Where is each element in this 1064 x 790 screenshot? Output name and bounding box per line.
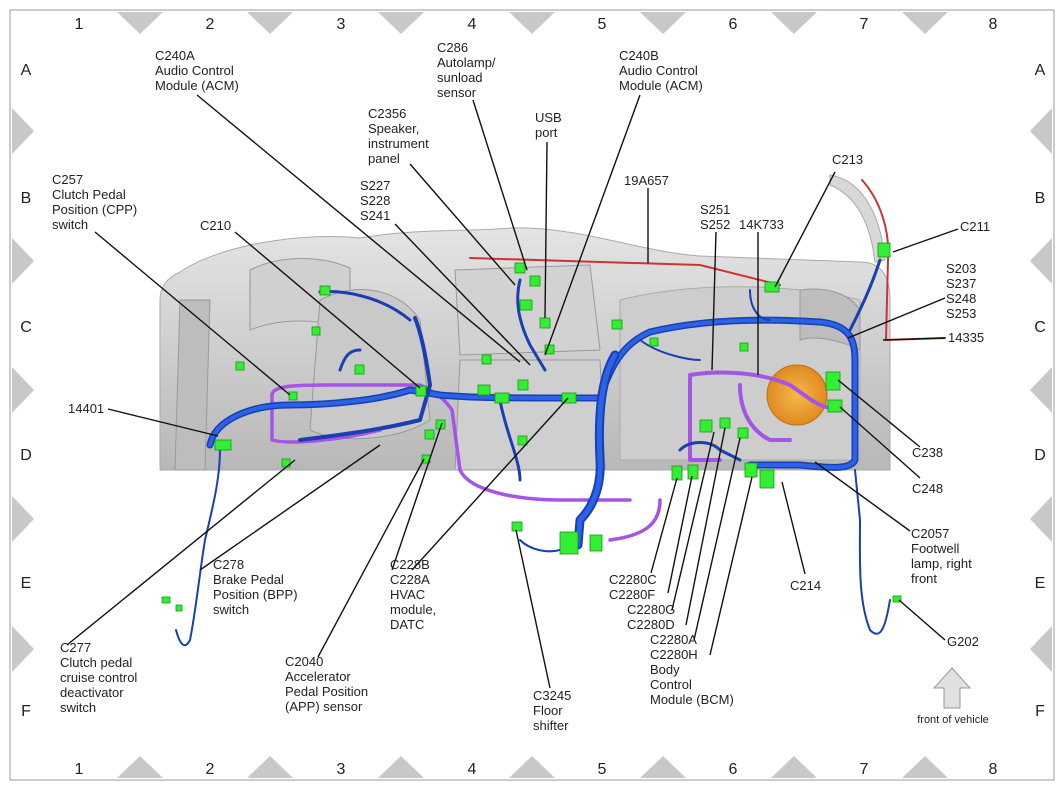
row-label-a: A bbox=[1035, 62, 1046, 79]
col-label-6: 6 bbox=[729, 16, 738, 33]
purple-harness bbox=[270, 370, 832, 542]
col-label-4: 4 bbox=[468, 761, 477, 778]
row-label-e: E bbox=[1035, 575, 1046, 592]
label-c278: C278 Brake Pedal Position (BPP) switch bbox=[213, 557, 301, 617]
col-label-8: 8 bbox=[989, 761, 998, 778]
row-label-a: A bbox=[21, 62, 32, 79]
grid-row-labels-right: A B C D E F bbox=[1034, 62, 1046, 720]
connectors bbox=[161, 242, 902, 612]
col-label-2: 2 bbox=[206, 761, 215, 778]
label-c2356: C2356 Speaker, instrument panel bbox=[368, 106, 432, 166]
row-label-d: D bbox=[1034, 447, 1046, 464]
label-c286: C286 Autolamp/ sunload sensor bbox=[437, 40, 499, 100]
label-c2280c-c2280f: C2280C C2280F bbox=[609, 572, 660, 602]
row-label-f: F bbox=[21, 703, 31, 720]
grid-column-labels-top: 1 2 3 4 5 6 7 8 bbox=[75, 16, 998, 33]
label-c2280g-c2280d: C2280G C2280D bbox=[627, 602, 679, 632]
col-label-6: 6 bbox=[729, 761, 738, 778]
row-label-c: C bbox=[20, 319, 32, 336]
label-s251-s252: S251 S252 bbox=[700, 202, 734, 232]
row-label-b: B bbox=[21, 190, 32, 207]
label-c210: C210 bbox=[200, 218, 231, 233]
row-label-f: F bbox=[1035, 703, 1045, 720]
label-c240b: C240B Audio Control Module (ACM) bbox=[619, 48, 703, 93]
col-label-7: 7 bbox=[860, 761, 869, 778]
row-label-e: E bbox=[21, 575, 32, 592]
label-c3245: C3245 Floor shifter bbox=[533, 688, 575, 733]
front-of-vehicle-label: front of vehicle bbox=[917, 714, 989, 726]
callout-leader-lines bbox=[66, 94, 959, 689]
label-19a657: 19A657 bbox=[624, 173, 669, 188]
row-label-c: C bbox=[1034, 319, 1046, 336]
label-c257: C257 Clutch Pedal Position (CPP) switch bbox=[52, 172, 141, 232]
col-label-3: 3 bbox=[337, 761, 346, 778]
label-c2040: C2040 Accelerator Pedal Position (APP) s… bbox=[285, 654, 372, 714]
red-harness bbox=[469, 179, 946, 341]
col-label-3: 3 bbox=[337, 16, 346, 33]
label-14k733: 14K733 bbox=[739, 217, 784, 232]
label-c248: C248 bbox=[912, 481, 943, 496]
front-of-vehicle-indicator: front of vehicle bbox=[917, 667, 989, 726]
label-usb-port: USB port bbox=[535, 110, 565, 140]
label-s227-s228-s241: S227 S228 S241 bbox=[360, 178, 394, 223]
col-label-1: 1 bbox=[75, 16, 84, 33]
label-14401: 14401 bbox=[68, 401, 104, 416]
col-label-1: 1 bbox=[75, 761, 84, 778]
blue-harness bbox=[175, 258, 891, 647]
col-label-5: 5 bbox=[598, 761, 607, 778]
instrument-panel-illustration bbox=[159, 174, 891, 471]
grid-row-labels-left: A B C D E F bbox=[20, 62, 32, 720]
label-g202: G202 bbox=[947, 634, 979, 649]
col-label-8: 8 bbox=[989, 16, 998, 33]
label-c228: C228B C228A HVAC module, DATC bbox=[390, 557, 440, 632]
label-c2280a-c2280h-bcm: C2280A C2280H Body Control Module (BCM) bbox=[650, 632, 734, 707]
label-c277: C277 Clutch pedal cruise control deactiv… bbox=[60, 640, 141, 715]
label-c2057: C2057 Footwell lamp, right front bbox=[911, 526, 975, 586]
callout-labels: C240A Audio Control Module (ACM) C286 Au… bbox=[52, 40, 990, 733]
row-label-d: D bbox=[20, 447, 32, 464]
col-label-7: 7 bbox=[860, 16, 869, 33]
col-label-4: 4 bbox=[468, 16, 477, 33]
grid-markers bbox=[12, 12, 1052, 778]
label-s203-s237-s248-s253: S203 S237 S248 S253 bbox=[946, 261, 980, 321]
label-c214: C214 bbox=[790, 578, 821, 593]
label-c211: C211 bbox=[960, 219, 990, 234]
label-c240a: C240A Audio Control Module (ACM) bbox=[155, 48, 239, 93]
grid-column-labels-bottom: 1 2 3 4 5 6 7 8 bbox=[75, 761, 998, 778]
label-14335: 14335 bbox=[948, 330, 984, 345]
col-label-2: 2 bbox=[206, 16, 215, 33]
up-arrow-icon bbox=[932, 667, 972, 709]
col-label-5: 5 bbox=[598, 16, 607, 33]
label-c238: C238 bbox=[912, 445, 943, 460]
label-c213: C213 bbox=[832, 152, 863, 167]
row-label-b: B bbox=[1035, 190, 1046, 207]
